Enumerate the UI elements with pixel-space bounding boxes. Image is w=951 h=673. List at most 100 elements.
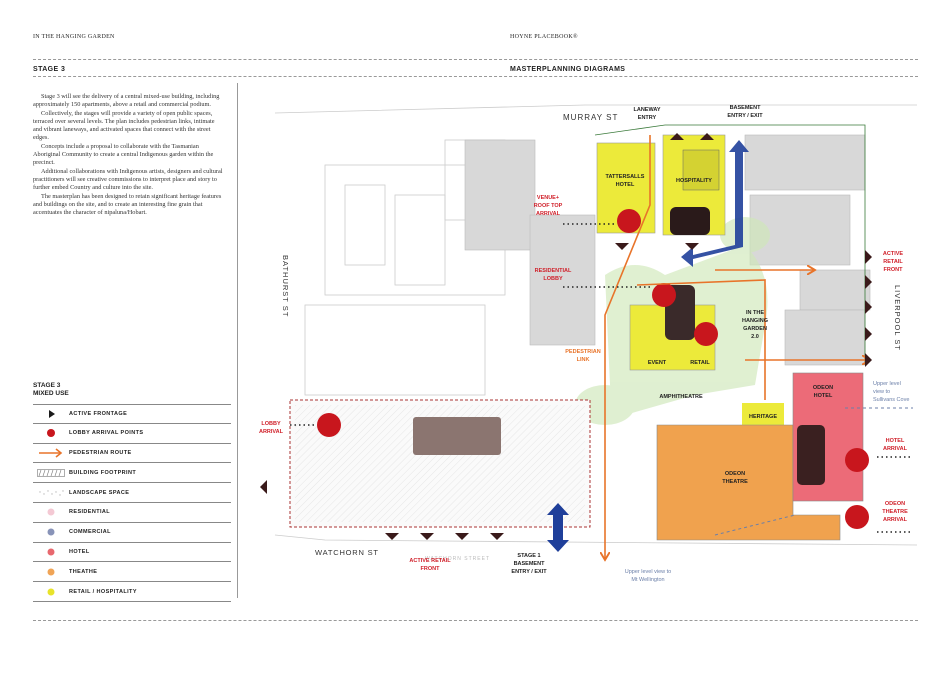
callout-pedestrian-2: LINK: [577, 357, 590, 363]
paragraph: Stage 3 will see the delivery of a centr…: [33, 93, 220, 109]
paragraph: Concepts include a proposal to collabora…: [33, 142, 214, 167]
site-plan: MURRAY ST BATHURST ST LIVERPOOL ST WATCH…: [259, 104, 918, 583]
paragraph: Collectively, the stages will provide a …: [33, 109, 215, 142]
label-garden-3: GARDEN: [743, 326, 767, 332]
lobby-arrival-retail: [694, 322, 718, 346]
dot-icon: [33, 567, 69, 577]
top-divider: [33, 59, 918, 60]
callout-retail-right-1: ACTIVE: [883, 251, 904, 257]
callout-retail-bottom-2: FRONT: [421, 566, 441, 572]
callout-stage1-3: ENTRY / EXIT: [511, 569, 547, 575]
legend-item-lobby: LOBBY ARRIVAL POINTS: [33, 424, 231, 444]
label-heritage: HERITAGE: [749, 414, 777, 420]
dot-icon: [33, 587, 69, 597]
callout-view-wellington-2: Mt Wellington: [631, 577, 664, 583]
callout-residential-2: LOBBY: [543, 276, 563, 282]
triangle-icon: [33, 409, 69, 419]
title-divider: [33, 76, 918, 77]
callout-view-sullivans-2: view to: [873, 389, 890, 395]
callout-residential-1: RESIDENTIAL: [535, 268, 572, 274]
callout-basement-1: BASEMENT: [730, 105, 762, 111]
callout-theatre-arrival-2: THEATRE: [882, 509, 908, 515]
street-bathurst: BATHURST ST: [281, 255, 290, 317]
hospitality-roof: [670, 207, 710, 235]
lobby-arrival-points: [317, 209, 869, 529]
bottom-divider: [33, 620, 918, 621]
legend-item-active-frontage: ACTIVE FRONTAGE: [33, 404, 231, 424]
label-garden-4: 2.0: [751, 334, 759, 340]
label-tattersalls-1: TATTERSALLS: [606, 174, 645, 180]
column-divider: [237, 83, 238, 598]
callout-pedestrian-1: PEDESTRIAN: [565, 349, 600, 355]
label-tattersalls-2: HOTEL: [616, 182, 635, 188]
legend-item-pedestrian: PEDESTRIAN ROUTE: [33, 444, 231, 464]
legend-item-residential: RESIDENTIAL: [33, 503, 231, 523]
callout-retail-right-2: RETAIL: [883, 259, 903, 265]
legend-item-commercial: COMMERCIAL: [33, 523, 231, 543]
legend-item-landscape: LANDSCAPE SPACE: [33, 483, 231, 503]
lobby-arrival-venue: [617, 209, 641, 233]
label-hospitality: HOSPITALITY: [676, 178, 712, 184]
hospitality-inner: [682, 149, 720, 191]
dot-icon: [33, 547, 69, 557]
callout-basement-2: ENTRY / EXIT: [727, 113, 763, 119]
callout-lobby-2: ARRIVAL: [259, 429, 284, 435]
hotel-tower: [797, 425, 825, 485]
callout-theatre-arrival-3: ARRIVAL: [883, 517, 908, 523]
label-odeon-hotel-2: HOTEL: [814, 393, 833, 399]
arrow-icon: [33, 448, 69, 458]
street-liverpool: LIVERPOOL ST: [893, 285, 902, 351]
label-garden-2: HANGING: [742, 318, 768, 324]
street-watchorn: WATCHORN ST: [315, 548, 379, 557]
callout-retail-bottom-1: ACTIVE RETAIL: [409, 558, 451, 564]
callout-view-wellington-1: Upper level view to: [625, 569, 671, 575]
legend-title: STAGE 3 MIXED USE: [33, 382, 69, 397]
street-watchorn-faint: WATCHORN STREET: [425, 556, 490, 562]
callout-theatre-arrival-1: ODEON: [885, 501, 905, 507]
callout-hotel-arrival-1: HOTEL: [886, 438, 905, 444]
legend-item-theatre: THEATHE: [33, 562, 231, 583]
label-odeon-hotel-1: ODEON: [813, 385, 833, 391]
active-frontage-markers: [260, 133, 872, 540]
heritage-block: [742, 403, 784, 425]
legend-item-hotel: HOTEL: [33, 543, 231, 563]
label-retail: RETAIL: [690, 360, 710, 366]
callout-hotel-arrival-2: ARRIVAL: [883, 446, 908, 452]
legend: ACTIVE FRONTAGE LOBBY ARRIVAL POINTS PED…: [33, 404, 231, 602]
section-title: MASTERPLANNING DIAGRAMS: [510, 66, 626, 73]
podium-roof: [413, 417, 501, 455]
lobby-arrival-hotel: [845, 448, 869, 472]
dot-icon: [33, 507, 69, 517]
stipple-icon: [33, 489, 69, 497]
label-odeon-theatre-2: THEATRE: [722, 479, 748, 485]
label-odeon-theatre-1: ODEON: [725, 471, 745, 477]
callout-venue-1: VENUE+: [537, 195, 559, 201]
pedestrian-routes: [605, 135, 870, 560]
callout-view-sullivans-1: Upper level: [873, 381, 901, 387]
callout-view-sullivans-3: Sullivans Cove: [873, 397, 909, 403]
header-left: IN THE HANGING GARDEN: [33, 34, 115, 40]
lobby-arrival-theatre: [845, 505, 869, 529]
site-boundary: [594, 124, 866, 365]
lobby-arrival-west: [317, 413, 341, 437]
label-garden-1: IN THE: [746, 310, 764, 316]
paragraph: Additional collaborations with Indigenou…: [33, 167, 223, 192]
street-murray: MURRAY ST: [563, 113, 618, 122]
body-text: Stage 3 will see the delivery of a centr…: [33, 93, 225, 217]
label-amphitheatre: AMPHITHEATRE: [659, 394, 703, 400]
legend-item-building-footprint: BUILDING FOOTPRINT: [33, 463, 231, 484]
stage-title: STAGE 3: [33, 66, 66, 73]
circle-icon: [33, 428, 69, 438]
basement-entry-arrows: [547, 140, 749, 552]
header-center: HOYNE PLACEBOOK®: [510, 34, 578, 40]
lobby-arrival-residential: [652, 283, 676, 307]
dot-icon: [33, 527, 69, 537]
callout-leaders: [290, 223, 910, 533]
paragraph: The masterplan has been designed to reta…: [33, 192, 222, 217]
label-event: EVENT: [648, 360, 667, 366]
callout-stage1-2: BASEMENT: [514, 561, 546, 567]
legend-item-retail: RETAIL / HOSPITALITY: [33, 582, 231, 602]
callout-retail-right-3: FRONT: [884, 267, 904, 273]
callout-venue-3: ARRIVAL: [536, 211, 561, 217]
callout-laneway-2: ENTRY: [638, 115, 657, 121]
